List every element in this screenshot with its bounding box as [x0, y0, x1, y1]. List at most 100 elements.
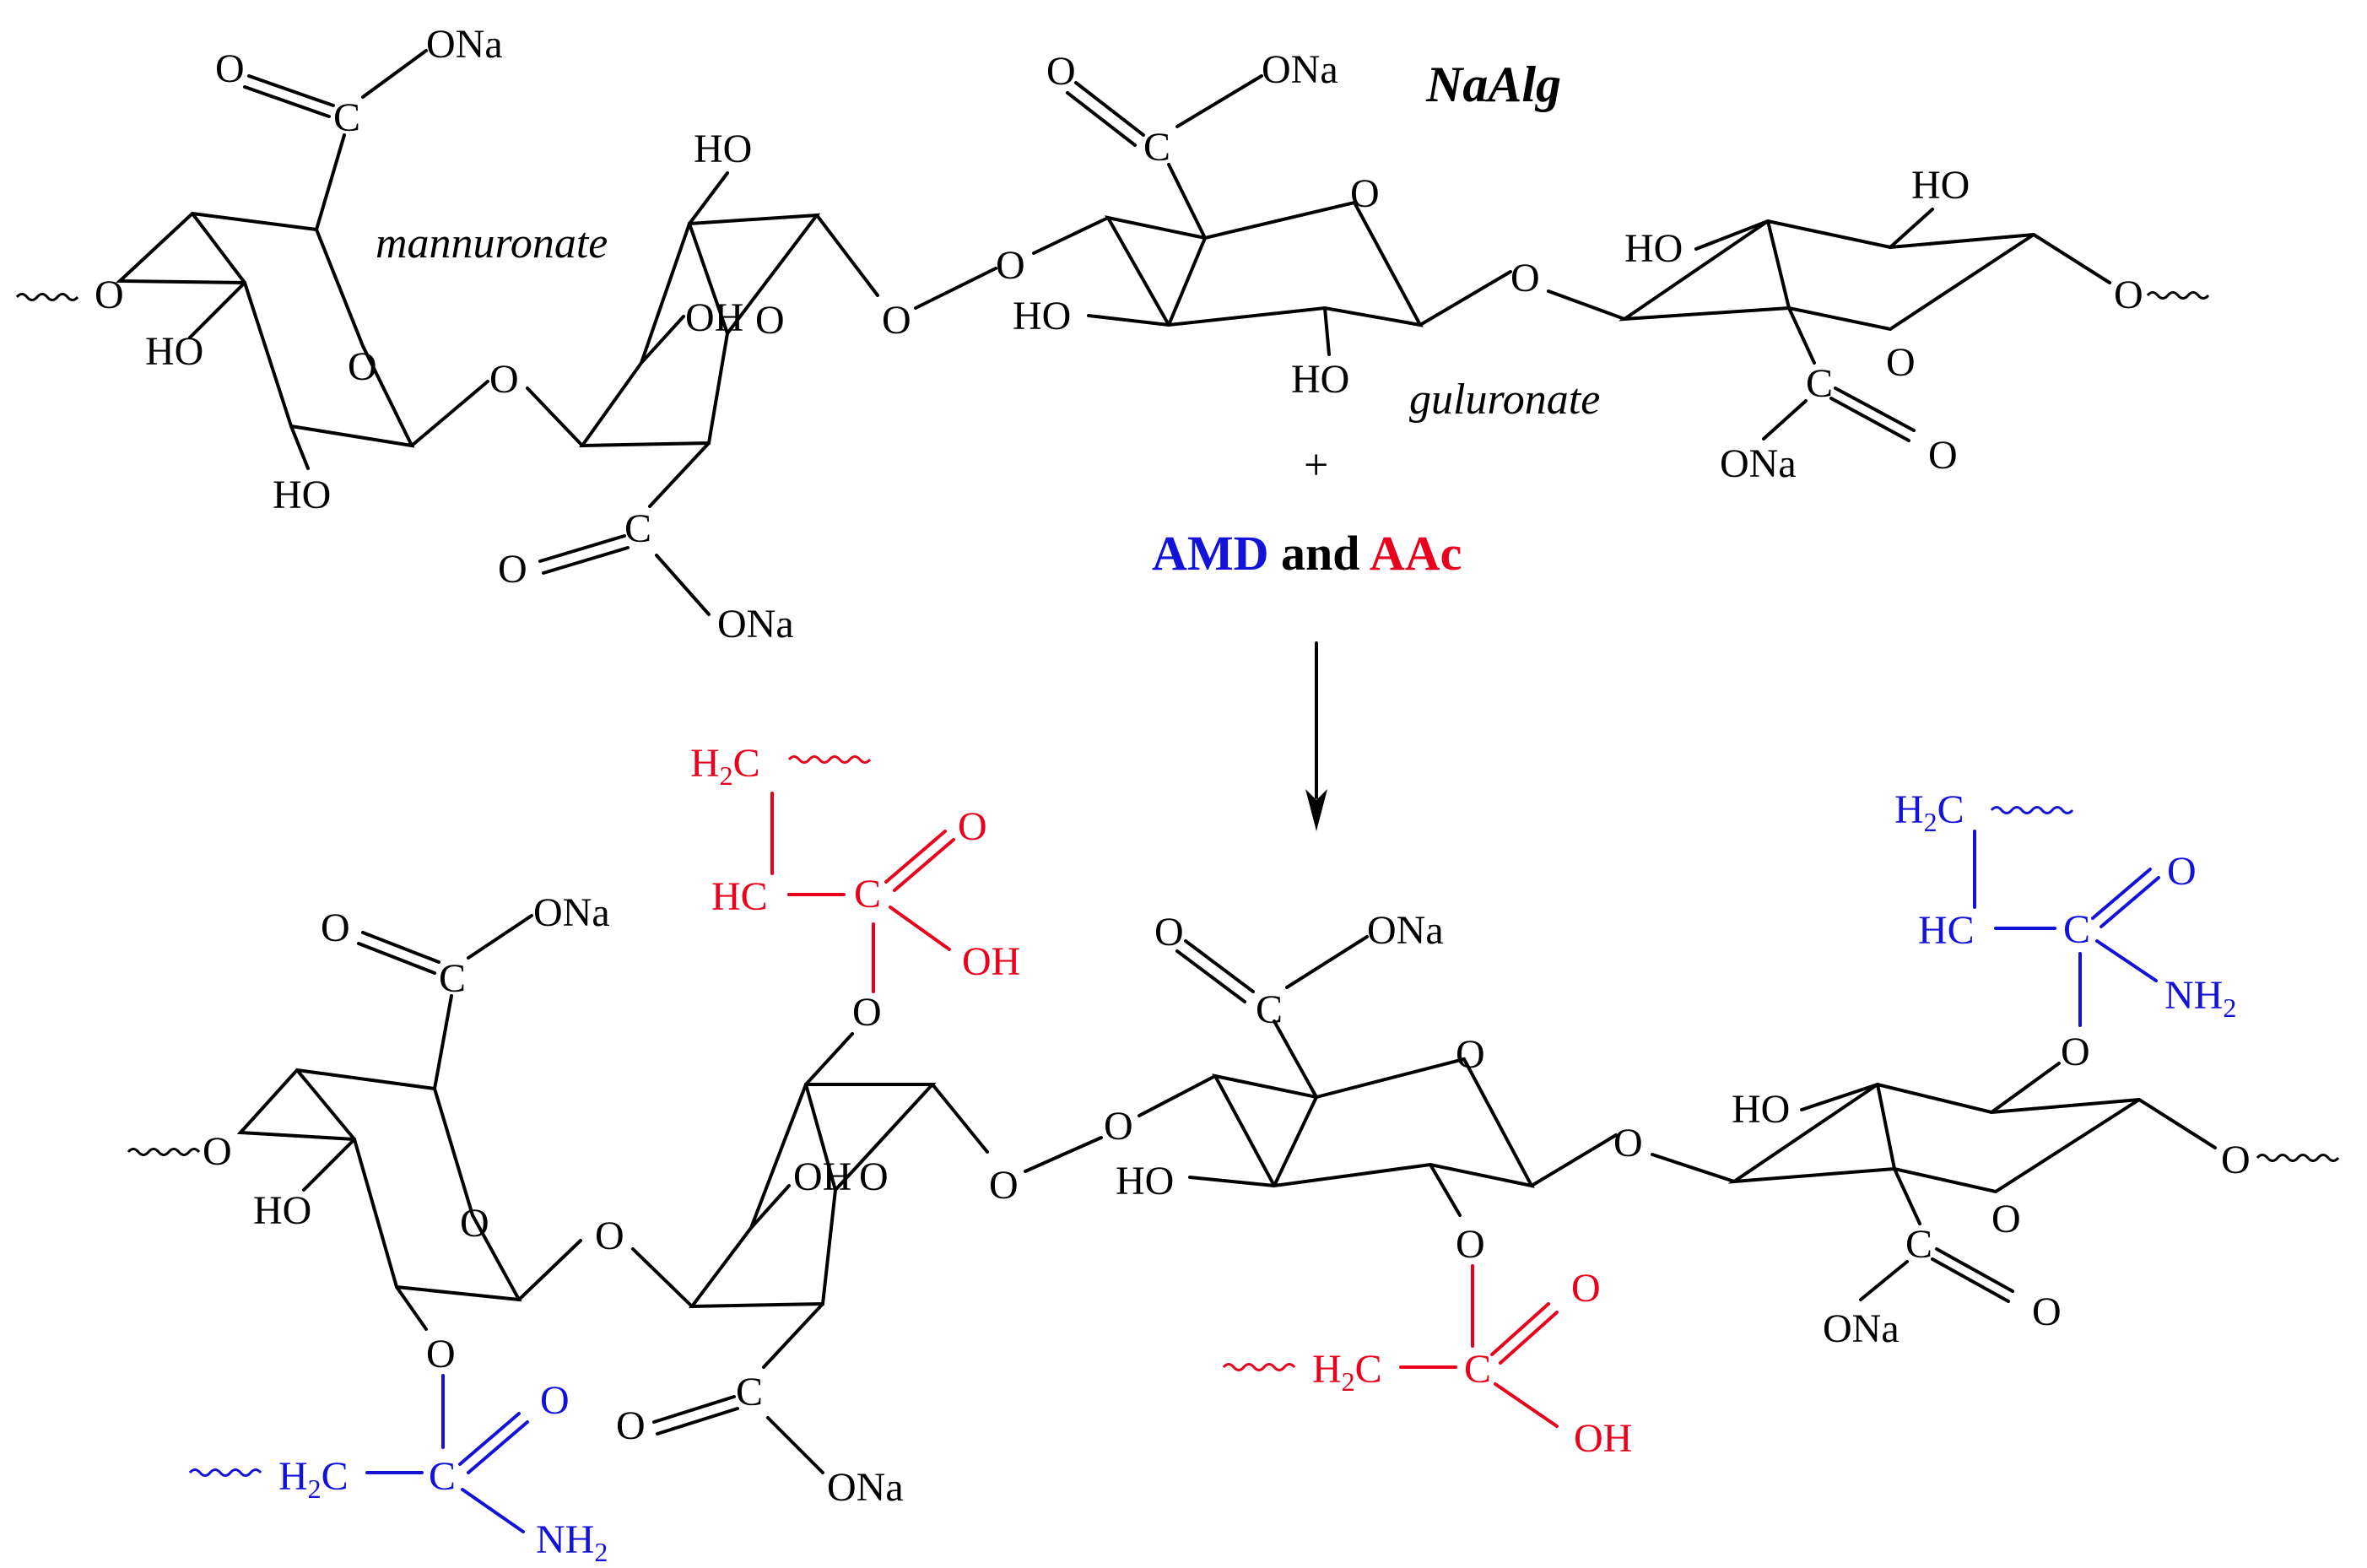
- atom-o: O: [2221, 1138, 2251, 1182]
- atom-o: O: [859, 1154, 889, 1199]
- atom-nh2: NH2: [2164, 973, 2236, 1023]
- atom-c: C: [1905, 1222, 1932, 1267]
- atom-o: O: [595, 1214, 624, 1258]
- atom-oh: OH: [685, 295, 743, 340]
- atom-o: O: [1991, 1197, 2021, 1241]
- chain-end-right-wavy: [2256, 1154, 2340, 1162]
- naalg-chain: NaAlg O O C ONa O HO HO mannuronate O OH…: [15, 22, 2210, 831]
- atom-ho: HO: [1116, 1159, 1174, 1203]
- atom-o: O: [321, 906, 350, 950]
- ring-d: O HO O O C O ONa: [1727, 1030, 2251, 1351]
- label-mannuronate: mannuronate: [376, 219, 608, 268]
- atom-ho: HO: [1013, 294, 1071, 338]
- atom-ho: HO: [145, 329, 203, 374]
- atom-o: O: [1154, 910, 1184, 954]
- atom-o: O: [489, 357, 519, 402]
- atom-o: O: [958, 804, 987, 849]
- atom-c: C: [854, 872, 881, 916]
- chain-end-left-wavy: [127, 1148, 201, 1156]
- atom-ho: HO: [694, 127, 752, 171]
- reagents-label: AMD and AAc: [1152, 526, 1462, 581]
- chain-end-right-wavy: [2146, 291, 2210, 300]
- atom-ona: ONa: [1367, 908, 1444, 953]
- atom-ona: ONa: [1720, 441, 1797, 486]
- aac-graft-bottom: H2C C O OH: [1222, 1264, 1632, 1461]
- atom-o: O: [1046, 49, 1076, 94]
- ring-mannuronate-1: O C ONa O HO HO mannuronate: [115, 22, 608, 517]
- atom-ona: ONa: [1262, 47, 1338, 92]
- atom-ho: HO: [273, 473, 331, 517]
- reagent-and: and: [1269, 526, 1370, 581]
- atom-o: O: [2114, 273, 2143, 317]
- aac-graft-top: C HC H2C O OH: [690, 741, 1020, 993]
- atom-o: O: [1510, 256, 1540, 300]
- atom-o: O: [1886, 340, 1916, 385]
- ring-b: OH O O C O ONa: [616, 990, 937, 1510]
- atom-ho: HO: [1624, 226, 1683, 271]
- atom-o: O: [2061, 1030, 2090, 1074]
- atom-c: C: [429, 1454, 456, 1499]
- atom-o: O: [203, 1129, 232, 1174]
- atom-o: O: [1613, 1121, 1643, 1165]
- naalg-title: NaAlg: [1425, 57, 1561, 112]
- atom-o: O: [215, 46, 245, 91]
- atom-c: C: [624, 506, 651, 551]
- atom-ona: ONa: [827, 1465, 904, 1510]
- atom-ona: ONa: [717, 602, 794, 646]
- plus-sign: +: [1304, 441, 1328, 489]
- atom-o: O: [2032, 1290, 2062, 1334]
- grafted-product: O O C O ONa HO O H2C C O NH2 O: [127, 741, 2340, 1567]
- atom-ho: HO: [1732, 1087, 1790, 1132]
- atom-o: O: [2167, 849, 2197, 894]
- reagent-aac: AAc: [1370, 526, 1462, 581]
- atom-o: O: [755, 298, 785, 343]
- atom-o: O: [989, 1163, 1019, 1208]
- atom-h2c: H2C: [278, 1454, 349, 1504]
- atom-hc: HC: [1918, 908, 1975, 953]
- ring-mannuronate-2: OH O HO C O ONa: [498, 127, 821, 646]
- atom-o: O: [1928, 433, 1958, 478]
- atom-o: O: [498, 547, 527, 592]
- amd-graft-bottom-left: H2C C O NH2: [188, 1374, 608, 1567]
- atom-o: O: [882, 298, 911, 343]
- atom-c: C: [1256, 987, 1283, 1032]
- atom-nh2: NH2: [536, 1517, 608, 1567]
- atom-ho: HO: [253, 1188, 311, 1233]
- atom-o: O: [348, 344, 377, 389]
- atom-h2c: H2C: [1894, 787, 1964, 837]
- atom-ona: ONa: [426, 22, 503, 67]
- atom-c: C: [1464, 1347, 1491, 1392]
- ring-c: O C O ONa HO O: [1116, 908, 1535, 1267]
- atom-ho: HO: [1291, 357, 1349, 402]
- atom-o: O: [426, 1332, 456, 1376]
- atom-o: O: [996, 243, 1025, 288]
- atom-o: O: [1104, 1104, 1133, 1149]
- atom-o: O: [1456, 1032, 1485, 1077]
- atom-oh: OH: [962, 939, 1020, 984]
- atom-o: O: [1456, 1222, 1485, 1267]
- atom-c: C: [439, 956, 466, 1001]
- atom-o: O: [852, 990, 882, 1035]
- atom-c: C: [1143, 125, 1170, 170]
- atom-o: O: [1571, 1266, 1601, 1311]
- label-guluronate: guluronate: [1409, 376, 1600, 424]
- ring-guluronate-4: O HO HO O C O ONa: [1618, 163, 2143, 486]
- reaction-arrow-head: [1305, 789, 1327, 831]
- atom-ona: ONa: [533, 890, 610, 935]
- atom-ho: HO: [1911, 163, 1970, 208]
- atom-oh: OH: [1574, 1416, 1632, 1461]
- ring-guluronate-3: O C O ONa HO HO guluronate: [1013, 47, 1600, 424]
- reagent-amd: AMD: [1152, 526, 1269, 581]
- atom-o: O: [540, 1378, 570, 1423]
- atom-c: C: [1806, 361, 1833, 406]
- atom-ona: ONa: [1823, 1306, 1900, 1351]
- atom-o: O: [616, 1403, 646, 1448]
- amd-graft-top-right: C HC H2C O NH2: [1894, 787, 2236, 1027]
- atom-o: O: [460, 1201, 489, 1246]
- atom-o: O: [1350, 171, 1380, 216]
- atom-c: C: [2063, 907, 2090, 952]
- ring-a: O C O ONa HO O: [236, 890, 610, 1376]
- chain-end-left-wavy: [15, 293, 79, 301]
